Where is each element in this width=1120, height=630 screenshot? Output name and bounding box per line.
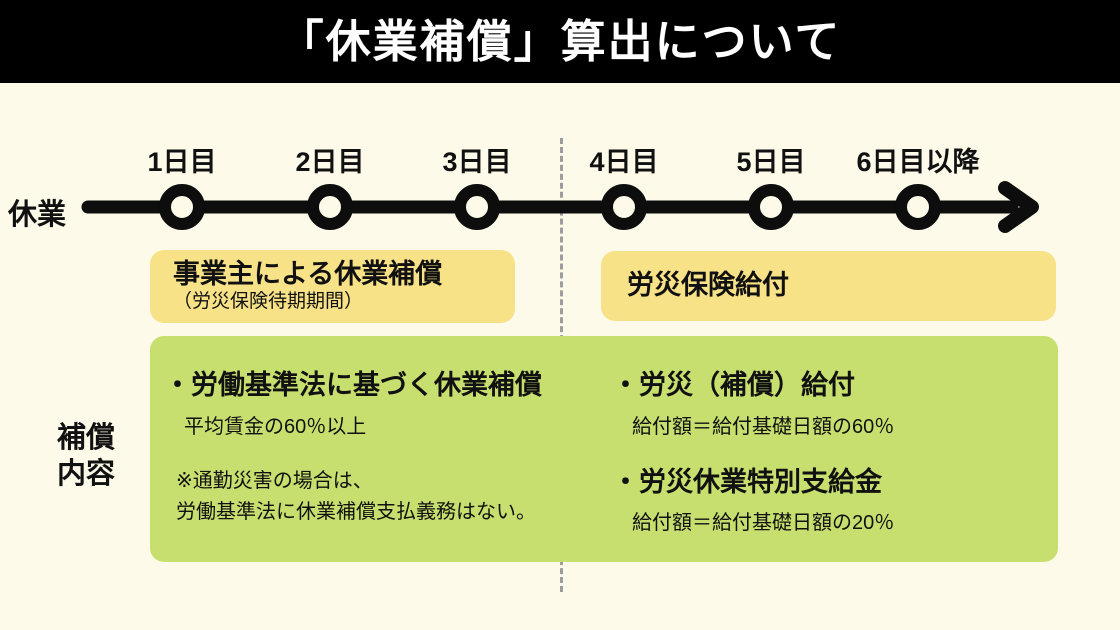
timeline-arrowhead-icon [998, 181, 1039, 233]
rosai-benefit-item-detail: 給付額＝給付基礎日額の60％ [632, 415, 895, 438]
timeline-day-label-4: 4日目 [589, 147, 659, 177]
timeline-node-day1 [159, 184, 205, 230]
commuting-accident-note: ※通勤災害の場合は、 労働基準法に休業補償支払義務はない。 [176, 466, 554, 528]
special-payment-item-title: ・労災休業特別支給金 [612, 466, 882, 497]
timeline-node-day6 [895, 184, 941, 230]
compensation-left-column: ・労働基準法に基づく休業補償 平均賃金の60％以上 ※通勤災害の場合は、 労働基… [164, 370, 554, 528]
employer-compensation-subtitle: （労災保険待期期間） [173, 291, 364, 313]
special-payment-item-detail: 給付額＝給付基礎日額の20％ [632, 512, 895, 535]
employer-compensation-box: 事業主による休業補償 （労災保険待期期間） [150, 250, 515, 323]
commuting-accident-note-line1: ※通勤災害の場合は、 [176, 469, 373, 492]
employer-compensation-title: 事業主による休業補償 [173, 259, 443, 289]
page-title: 「休業補償」算出について [278, 16, 842, 67]
timeline-day-label-6: 6日目以降 [856, 147, 980, 177]
timeline-axis-label: 休業 [8, 199, 67, 231]
compensation-right-column: ・労災（補償）給付 給付額＝給付基礎日額の60％ ・労災休業特別支給金 給付額＝… [612, 370, 1032, 535]
timeline-node-day5 [748, 184, 794, 230]
timeline-day-label-5: 5日目 [736, 147, 806, 177]
labor-standards-item-title: ・労働基準法に基づく休業補償 [164, 370, 542, 400]
rosai-benefit-item-title: ・労災（補償）給付 [612, 370, 855, 400]
timeline-day-label-1: 1日目 [147, 147, 217, 177]
timeline-day-label-2: 2日目 [295, 147, 365, 177]
insurance-benefit-title: 労災保険給付 [627, 270, 789, 301]
compensation-section-label: 補償 内容 [30, 420, 142, 493]
labor-standards-item-detail: 平均賃金の60％以上 [184, 415, 367, 438]
header-bar: 「休業補償」算出について [0, 0, 1120, 83]
insurance-benefit-box: 労災保険給付 [601, 251, 1056, 321]
compensation-label-line2: 内容 [56, 458, 115, 491]
timeline-arrow-graphic [81, 181, 1039, 233]
compensation-label-line1: 補償 [56, 422, 115, 454]
commuting-accident-note-line2: 労働基準法に休業補償支払義務はない。 [176, 500, 536, 523]
timeline-node-day2 [307, 184, 353, 230]
compensation-details-box [150, 336, 1058, 562]
timeline-node-day4 [601, 184, 647, 230]
timeline-day-label-3: 3日目 [442, 147, 512, 177]
timeline-node-day3 [454, 184, 500, 230]
